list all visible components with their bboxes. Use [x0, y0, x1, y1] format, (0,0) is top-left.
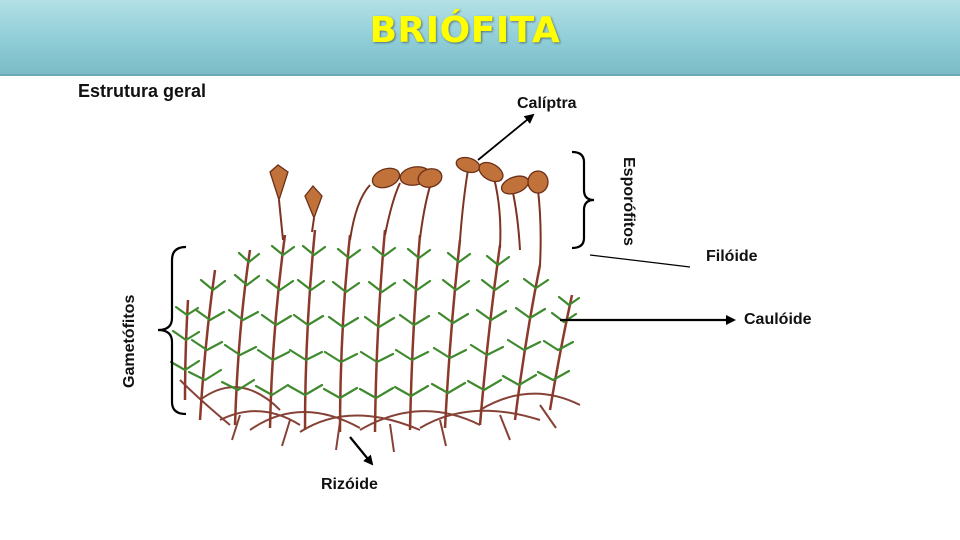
cauloide-label: Caulóide: [744, 311, 812, 328]
rizoide-label: Rizóide: [321, 476, 378, 493]
gametofitos-label: Gametófitos: [121, 294, 138, 388]
caliptra-label: Calíptra: [517, 95, 577, 112]
moss-illustration-icon: [169, 156, 581, 453]
caliptra-arrow: [477, 113, 535, 161]
header-bar: [0, 0, 960, 76]
filoide-label: Filóide: [706, 248, 758, 265]
sporophyte-capsules: [269, 156, 549, 220]
esporofitos-label: Esporófitos: [620, 157, 637, 246]
filoide-line: [589, 254, 691, 268]
slide-subtitle: Estrutura geral: [78, 81, 207, 101]
rizoide-arrow: [349, 436, 374, 466]
cauloide-stems: [183, 229, 574, 433]
gametofitos-brace: [157, 245, 187, 416]
slide-title: BRIÓFITA: [369, 10, 561, 51]
filoide-leaves: [169, 244, 581, 400]
esporofitos-brace: [571, 150, 595, 250]
